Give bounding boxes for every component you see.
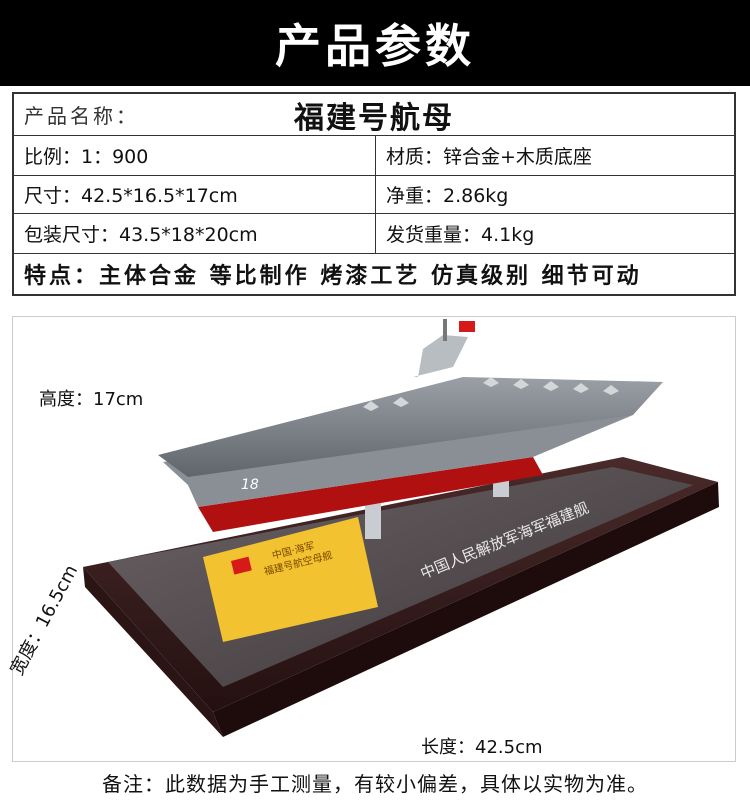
height-dimension-label: 高度：17cm xyxy=(39,389,144,410)
hull-red xyxy=(198,457,543,532)
footer-note: 备注：此数据为手工测量，有较小偏差，具体以实物为准。 xyxy=(102,771,648,796)
spec-shipping-weight: 发货重量：4.1kg xyxy=(386,224,535,246)
island xyxy=(413,335,468,377)
spec-table: 产品名称： 福建号航母 比例：1：900 材质：锌合金+木质底座 尺寸：42.5… xyxy=(12,92,736,296)
aircraft-group xyxy=(363,377,619,411)
carrier-model-illustration: 18 中国人民解放军海军福建舰 中国·海军 福建号航空母舰 xyxy=(83,319,719,737)
product-name-label: 产品名称： xyxy=(24,104,139,128)
spec-size: 尺寸：42.5*16.5*17cm xyxy=(14,176,376,213)
mast xyxy=(443,319,447,341)
page-header: 产品参数 xyxy=(0,0,750,86)
spec-row-package: 包装尺寸：43.5*18*20cm 发货重量：4.1kg xyxy=(14,214,734,254)
spec-package-size: 包装尺寸：43.5*18*20cm xyxy=(14,214,376,253)
spec-row-scale-material: 比例：1：900 材质：锌合金+木质底座 xyxy=(14,136,734,176)
hull-number-text: 18 xyxy=(241,477,259,493)
display-base-front xyxy=(83,567,223,737)
flight-deck xyxy=(158,377,663,477)
display-base-side xyxy=(213,482,719,737)
page-title: 产品参数 xyxy=(275,19,475,73)
spec-net-weight: 净重：2.86kg xyxy=(386,185,509,207)
spec-row-features: 特点：主体合金 等比制作 烤漆工艺 仿真级别 细节可动 xyxy=(14,254,734,294)
stand-left xyxy=(365,497,381,539)
product-name-value: 福建号航母 xyxy=(294,100,454,136)
spec-material: 材质：锌合金+木质底座 xyxy=(386,146,592,168)
spec-features: 特点：主体合金 等比制作 烤漆工艺 仿真级别 细节可动 xyxy=(24,264,642,289)
spec-row-name: 产品名称： 福建号航母 xyxy=(14,94,734,136)
spec-row-size-weight: 尺寸：42.5*16.5*17cm 净重：2.86kg xyxy=(14,176,734,214)
gold-certificate-card: 中国·海军 福建号航空母舰 xyxy=(203,517,378,642)
length-dimension-label: 长度：42.5cm xyxy=(421,737,543,758)
spec-scale: 比例：1：900 xyxy=(14,136,376,175)
flag xyxy=(459,321,475,332)
product-photo: 18 中国人民解放军海军福建舰 中国·海军 福建号航空母舰 高度：17cm 长度… xyxy=(7,316,736,762)
